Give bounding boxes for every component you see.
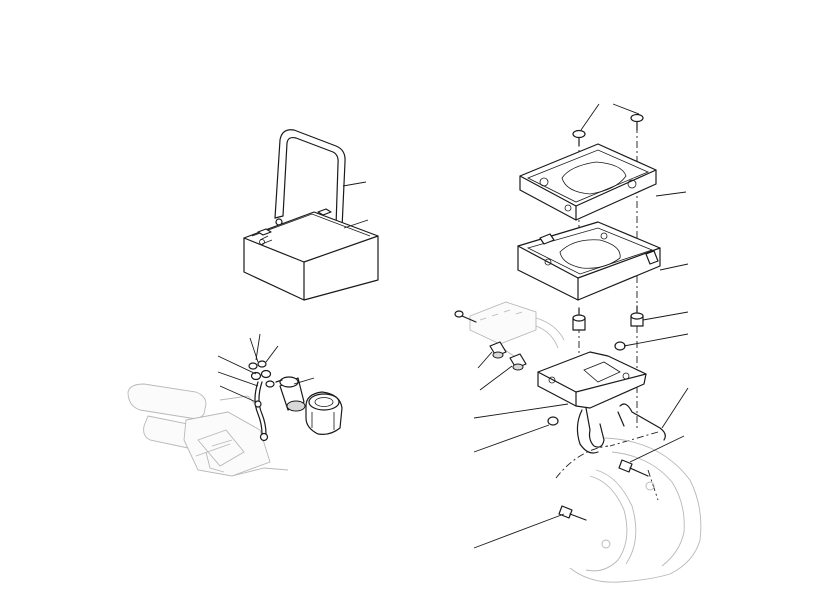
battery — [243, 208, 379, 301]
callout-leader-12 — [655, 191, 687, 197]
callout-leader-21 — [629, 435, 685, 463]
solenoid-body — [275, 376, 306, 412]
callout-leader-20 — [473, 424, 550, 453]
bracket-nut — [614, 333, 689, 351]
callout-leader-22 — [473, 513, 565, 549]
callout-leader-16 — [479, 365, 513, 391]
callout-leader-5 — [265, 345, 279, 363]
bushings — [477, 341, 527, 391]
centerline-7 — [647, 469, 659, 501]
starter-solenoid-group — [127, 333, 343, 477]
battery-hold-down-bar — [274, 129, 346, 236]
callout-leader-3 — [255, 333, 261, 361]
terminal-nuts — [248, 360, 275, 388]
callout-leader-15 — [477, 351, 493, 369]
callout-leader-1 — [342, 181, 367, 187]
battery-tray-assembly — [454, 103, 702, 583]
retainer-nut — [473, 416, 559, 453]
bracket — [473, 351, 647, 419]
bolts — [473, 435, 685, 549]
callout-leader-17 — [623, 333, 689, 347]
callout-leader-19 — [661, 387, 689, 429]
callout-leader-7 — [217, 371, 259, 387]
frame-ghost — [127, 383, 289, 477]
callout-leader-14 — [642, 311, 689, 321]
harness-bolt — [454, 310, 477, 323]
wheel-housing-ghost — [569, 437, 702, 583]
callout-leader-2 — [343, 219, 369, 229]
callout-leader-13 — [659, 263, 689, 271]
ground-wire — [254, 381, 269, 442]
standoffs — [572, 305, 689, 331]
callout-leader-11 — [612, 103, 640, 115]
callout-leader-8 — [219, 385, 257, 403]
callout-leader-18 — [473, 403, 569, 419]
lower-tray — [517, 221, 689, 301]
callout-leader-4 — [249, 337, 259, 363]
upper-tray — [519, 143, 687, 221]
callout-leader-9 — [293, 377, 315, 385]
callout-leader-6 — [217, 355, 257, 375]
wire-harness-ghost — [469, 301, 565, 359]
battery-group — [243, 129, 379, 301]
centerline-6 — [609, 431, 659, 447]
centerline-5 — [555, 445, 609, 479]
solenoid-boot — [305, 391, 343, 435]
callout-leader-10 — [580, 103, 600, 131]
tray-screws — [572, 103, 644, 147]
springs — [576, 387, 689, 454]
